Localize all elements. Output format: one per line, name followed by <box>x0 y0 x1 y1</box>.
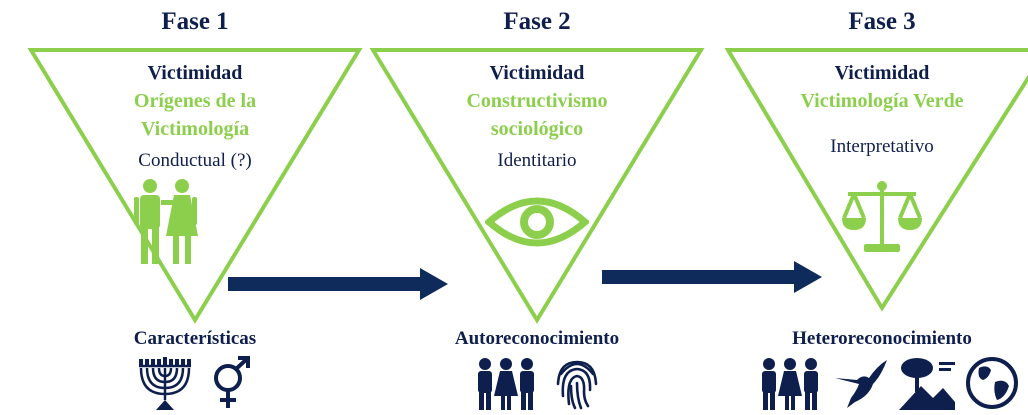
phase-approach: Identitario <box>497 150 577 171</box>
couple-icon <box>134 179 198 264</box>
phase-approach: Conductual (?) <box>138 150 252 171</box>
hummingbird-icon <box>835 360 887 408</box>
phase-2: Fase 2 Victimidad Constructivismo sociol… <box>367 0 707 415</box>
triangle-frame <box>369 48 705 324</box>
group-people-icon <box>762 358 818 410</box>
triangle-frame <box>27 48 363 324</box>
phase-heading: Victimidad <box>147 62 243 84</box>
triangle-frame <box>724 48 1028 312</box>
recognition-label: Heteroreconocimiento <box>792 328 972 349</box>
recognition-icons <box>718 356 1028 410</box>
phase-heading: Victimidad <box>834 62 930 84</box>
fingerprint-icon <box>556 360 598 410</box>
globe-icon <box>966 357 1018 409</box>
phase-subheading-line2: Victimología <box>140 118 250 140</box>
group-people-icon <box>478 358 534 410</box>
phase-title: Fase 3 <box>848 8 916 35</box>
landscape-icon <box>899 358 955 410</box>
phase-subheading-line1: Victimología Verde <box>800 90 964 112</box>
recognition-icons <box>367 356 707 410</box>
phase-title: Fase 1 <box>161 8 229 35</box>
recognition-label: Características <box>133 328 257 349</box>
menorah-icon <box>139 357 191 410</box>
phase-heading: Victimidad <box>489 62 585 84</box>
phase-subheading-line2: sociológico <box>490 118 584 140</box>
recognition-label: Autoreconocimiento <box>454 328 620 349</box>
phase-subheading-line1: Constructivismo <box>466 90 608 112</box>
phase-1: Fase 1 Victimidad Orígenes de la Victimo… <box>25 0 365 415</box>
arrow-phase1-to-phase2 <box>228 268 448 300</box>
scales-icon <box>842 181 922 252</box>
phase-title: Fase 2 <box>503 8 571 35</box>
arrow-phase2-to-phase3 <box>602 261 822 293</box>
phase-3: Fase 3 Victimidad Victimología Verde Int… <box>712 0 1028 415</box>
recognition-icons <box>25 356 365 410</box>
phase-subheading-line1: Orígenes de la <box>133 90 257 112</box>
gender-symbol-icon <box>214 356 250 408</box>
eye-icon <box>485 197 589 247</box>
phase-approach: Interpretativo <box>830 136 934 157</box>
